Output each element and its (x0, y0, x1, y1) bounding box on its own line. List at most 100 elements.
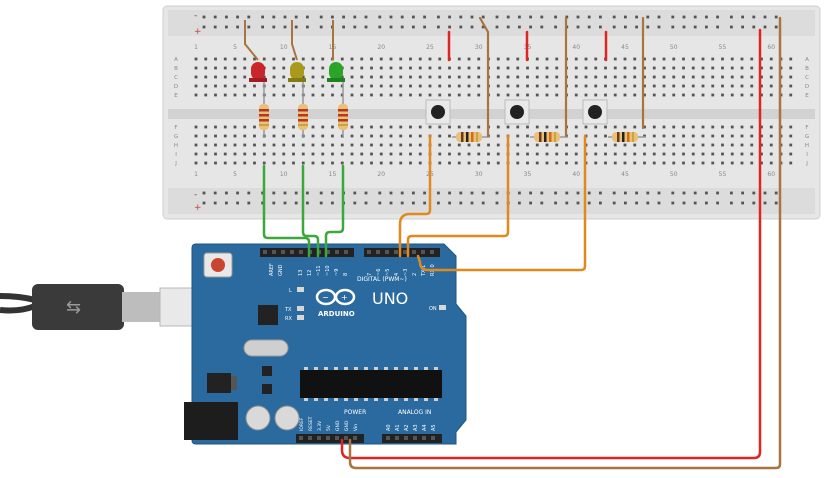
grid-hole (360, 134, 364, 138)
analog-header (382, 434, 442, 443)
grid-hole (321, 143, 325, 147)
row-letter: F (174, 125, 177, 131)
grid-hole (760, 57, 763, 61)
power-pin-label: GND (335, 420, 341, 431)
rail-hole (646, 15, 650, 19)
grid-hole (448, 84, 451, 88)
rail-hole (599, 15, 602, 19)
led-l-label: L (289, 288, 292, 294)
resistor-red-led (259, 82, 269, 138)
grid-hole (750, 161, 754, 165)
grid-hole (370, 93, 373, 97)
grid-hole (506, 57, 510, 61)
resistor-2-band-3 (298, 119, 308, 122)
grid-hole (243, 57, 247, 61)
resistor-3-band-2 (338, 114, 348, 117)
grid-hole (331, 84, 334, 88)
rail-hole (247, 201, 251, 205)
grid-hole (223, 125, 227, 129)
header-pin (263, 250, 267, 254)
rail-hole (319, 15, 323, 19)
rail-hole (353, 15, 357, 19)
wire-green-led-yellow (301, 164, 320, 258)
header-pin (395, 436, 399, 440)
grid-hole (370, 75, 373, 79)
grid-hole (691, 57, 695, 61)
grid-hole (652, 161, 656, 165)
analog-pin-label: A1 (395, 424, 401, 431)
column-number: 40 (572, 171, 580, 178)
grid-hole (516, 134, 520, 138)
grid-hole (457, 161, 461, 165)
push-button-2[interactable] (504, 99, 530, 125)
led-yellow-base (288, 78, 306, 82)
grid-hole (282, 57, 286, 61)
grid-hole (769, 57, 773, 61)
grid-hole (769, 75, 773, 79)
grid-hole (672, 152, 676, 156)
grid-hole (409, 93, 412, 97)
push-button-3[interactable] (582, 99, 608, 125)
rail-hole (612, 201, 616, 205)
led-on (439, 305, 446, 310)
grid-hole (379, 66, 383, 70)
grid-hole (662, 75, 666, 79)
rail-hole (236, 201, 239, 205)
grid-hole (594, 152, 598, 156)
grid-hole (331, 161, 334, 165)
grid-hole (477, 125, 481, 129)
grid-hole (487, 143, 490, 147)
components (244, 20, 646, 142)
grid-hole (409, 143, 412, 147)
grid-hole (409, 125, 412, 129)
rail-hole (763, 25, 767, 29)
grid-hole (321, 75, 325, 79)
grid-hole (643, 66, 646, 70)
digital-pin-label: ~6 (376, 269, 382, 276)
grid-hole (652, 93, 656, 97)
grid-hole (643, 93, 646, 97)
grid-hole (545, 93, 549, 97)
rail-hole (693, 191, 697, 195)
resistor-2-body (298, 104, 308, 130)
digital-pin-label: ~5 (385, 269, 391, 276)
grid-hole (701, 152, 705, 156)
grid-hole (204, 125, 208, 129)
rail-hole (646, 191, 650, 195)
power-pin-label: RESET (308, 416, 314, 431)
grid-hole (613, 152, 617, 156)
grid-hole (750, 152, 754, 156)
atmega-socket (300, 370, 442, 398)
grid-hole (487, 152, 490, 156)
grid-hole (389, 93, 393, 97)
capacitor-1 (245, 405, 271, 431)
grid-hole (360, 66, 364, 70)
rail-hole (306, 201, 309, 205)
grid-hole (204, 75, 208, 79)
grid-hole (360, 93, 364, 97)
grid-hole (477, 75, 481, 79)
rail-hole (225, 15, 228, 19)
rail-hole (576, 15, 580, 19)
rail-hole (448, 201, 451, 205)
push-button-3-cap (588, 105, 602, 119)
grid-hole (633, 143, 637, 147)
rail-hole (730, 15, 733, 19)
grid-hole (253, 152, 256, 156)
grid-hole (370, 57, 373, 61)
rail-hole (741, 191, 744, 195)
grid-hole (243, 161, 247, 165)
digital-pin-label: 7 (367, 273, 373, 276)
resistor-3-band-4 (338, 124, 348, 126)
row-letter: A (805, 57, 809, 63)
grid-hole (321, 66, 325, 70)
push-button-1[interactable] (425, 99, 451, 125)
grid-hole (311, 66, 315, 70)
rail-hole (213, 201, 217, 205)
grid-hole (311, 161, 315, 165)
rail-hole (587, 201, 591, 205)
column-number: 60 (767, 171, 775, 178)
grid-hole (204, 57, 208, 61)
grid-hole (623, 143, 627, 147)
rail-hole (587, 191, 591, 195)
